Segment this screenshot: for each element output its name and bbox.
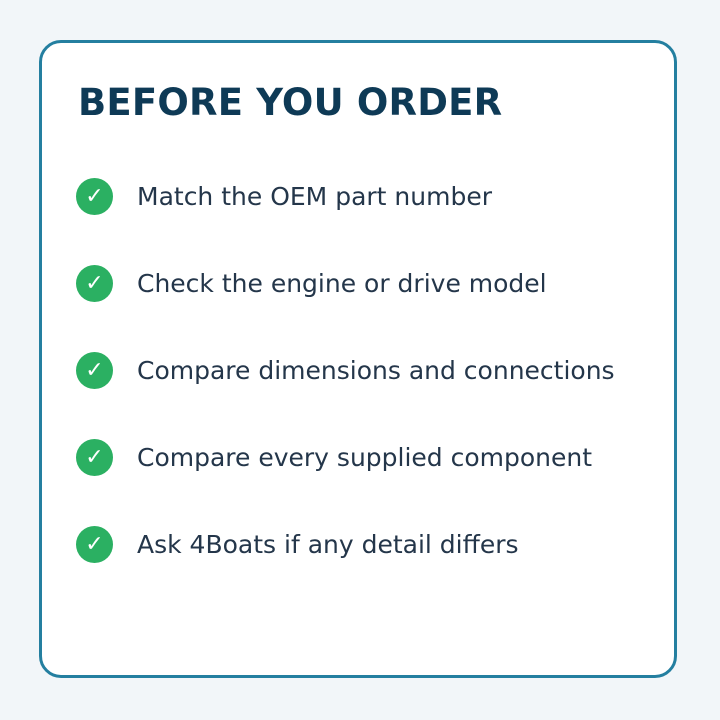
checklist-item-components: ✓ Compare every supplied component [76,438,615,476]
checklist-item-label: Compare every supplied component [137,442,593,472]
checklist: ✓ Match the OEM part number ✓ Check the … [76,177,615,612]
card-title: BEFORE YOU ORDER [78,81,503,124]
before-you-order-card: BEFORE YOU ORDER ✓ Match the OEM part nu… [39,40,677,678]
check-circle-icon: ✓ [76,525,113,563]
checklist-item-label: Match the OEM part number [137,181,492,211]
check-circle-icon: ✓ [76,177,113,215]
checklist-item-dimensions: ✓ Compare dimensions and connections [76,351,615,389]
check-circle-icon: ✓ [76,264,113,302]
checklist-item-label: Compare dimensions and connections [137,355,615,385]
checklist-item-ask-4boats: ✓ Ask 4Boats if any detail differs [76,525,615,563]
check-circle-icon: ✓ [76,438,113,476]
checklist-item-oem-part-number: ✓ Match the OEM part number [76,177,615,215]
check-circle-icon: ✓ [76,351,113,389]
checklist-item-label: Ask 4Boats if any detail differs [137,529,519,559]
checklist-item-label: Check the engine or drive model [137,268,547,298]
checklist-item-engine-model: ✓ Check the engine or drive model [76,264,615,302]
